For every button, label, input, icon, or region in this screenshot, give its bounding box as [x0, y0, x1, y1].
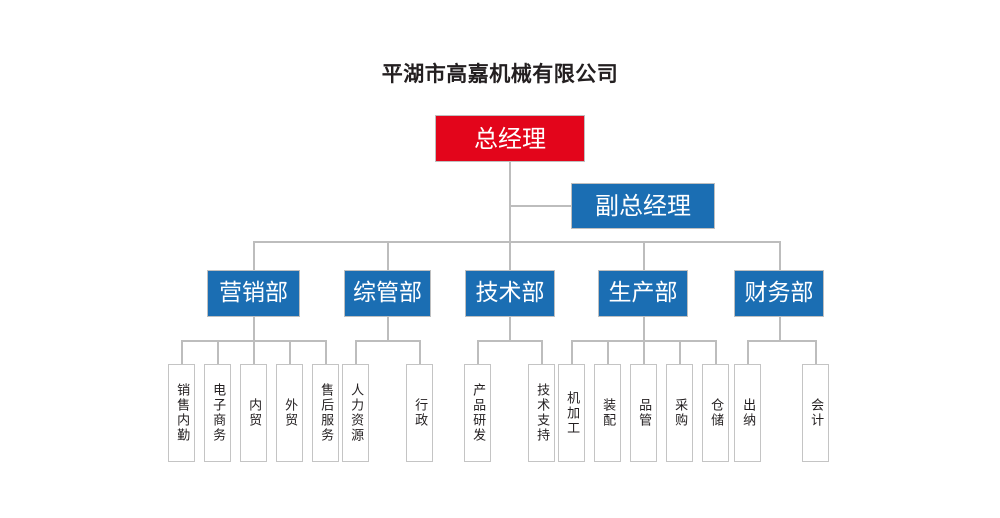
node-team-warehouse[interactable]: 仓储	[702, 364, 729, 462]
connector-drop-leaf-1-1	[181, 340, 183, 364]
node-department-production[interactable]: 生产部	[598, 270, 688, 317]
connector-department-bus	[253, 241, 779, 243]
node-general-manager[interactable]: 总经理	[435, 115, 585, 162]
connector-drop-leaf-4-1	[571, 340, 573, 364]
leaf-label: 机加工	[564, 390, 580, 436]
connector-drop-dept-1	[253, 241, 255, 270]
connector-drop-leaf-4-2	[607, 340, 609, 364]
connector-stem-dept-3	[509, 317, 511, 341]
connector-drop-dept-4	[643, 241, 645, 270]
leaf-label: 技术支持	[534, 383, 550, 443]
node-department-finance[interactable]: 财务部	[734, 270, 824, 317]
node-team-administration[interactable]: 行政	[406, 364, 433, 462]
node-team-sales-support[interactable]: 销售内勤	[168, 364, 195, 462]
connector-drop-leaf-4-5	[715, 340, 717, 364]
connector-stem-dept-2	[387, 317, 389, 341]
leaf-label: 行政	[412, 398, 428, 428]
node-department-technology[interactable]: 技术部	[465, 270, 555, 317]
connector-childbus-dept-2	[355, 340, 419, 342]
leaf-label: 内贸	[246, 398, 262, 428]
leaf-label: 电子商务	[210, 383, 226, 443]
connector-ceo-to-vice	[509, 205, 572, 207]
connector-drop-leaf-2-2	[419, 340, 421, 364]
node-team-human-resources[interactable]: 人力资源	[342, 364, 369, 462]
connector-childbus-dept-3	[477, 340, 541, 342]
leaf-label: 外贸	[282, 398, 298, 428]
connector-stem-dept-5	[779, 317, 781, 341]
leaf-label: 出纳	[740, 398, 756, 428]
node-team-purchasing[interactable]: 采购	[666, 364, 693, 462]
connector-drop-dept-3	[509, 241, 511, 270]
node-team-domestic-trade[interactable]: 内贸	[240, 364, 267, 462]
node-team-accounting[interactable]: 会计	[802, 364, 829, 462]
node-vice-general-manager[interactable]: 副总经理	[571, 183, 715, 229]
leaf-label: 会计	[808, 398, 824, 428]
node-department-general-admin[interactable]: 综管部	[344, 270, 431, 317]
node-team-machining[interactable]: 机加工	[558, 364, 585, 462]
connector-drop-leaf-4-4	[679, 340, 681, 364]
connector-drop-leaf-3-1	[477, 340, 479, 364]
node-team-foreign-trade[interactable]: 外贸	[276, 364, 303, 462]
connector-drop-leaf-2-1	[355, 340, 357, 364]
node-team-assembly[interactable]: 装配	[594, 364, 621, 462]
leaf-label: 仓储	[708, 398, 724, 428]
node-team-cashier[interactable]: 出纳	[734, 364, 761, 462]
leaf-label: 采购	[672, 398, 688, 428]
connector-stem-dept-4	[643, 317, 645, 341]
node-team-after-sales[interactable]: 售后服务	[312, 364, 339, 462]
leaf-label: 产品研发	[470, 383, 486, 443]
connector-drop-leaf-1-2	[217, 340, 219, 364]
connector-drop-leaf-1-4	[289, 340, 291, 364]
connector-childbus-dept-5	[747, 340, 815, 342]
connector-drop-leaf-4-3	[643, 340, 645, 364]
connector-drop-leaf-1-5	[325, 340, 327, 364]
node-team-tech-support[interactable]: 技术支持	[528, 364, 555, 462]
leaf-label: 人力资源	[348, 383, 364, 443]
connector-drop-leaf-1-3	[253, 340, 255, 364]
leaf-label: 品管	[636, 398, 652, 428]
connector-drop-dept-2	[387, 241, 389, 270]
connector-drop-leaf-5-2	[815, 340, 817, 364]
leaf-label: 售后服务	[318, 383, 334, 443]
chart-title: 平湖市高嘉机械有限公司	[381, 62, 619, 86]
leaf-label: 销售内勤	[174, 383, 190, 443]
node-team-ecommerce[interactable]: 电子商务	[204, 364, 231, 462]
connector-drop-leaf-5-1	[747, 340, 749, 364]
connector-ceo-stem	[509, 162, 511, 242]
connector-drop-leaf-3-2	[541, 340, 543, 364]
connector-stem-dept-1	[253, 317, 255, 341]
node-department-marketing[interactable]: 营销部	[207, 270, 300, 317]
connector-drop-dept-5	[779, 241, 781, 270]
node-team-product-rd[interactable]: 产品研发	[464, 364, 491, 462]
node-team-quality-control[interactable]: 品管	[630, 364, 657, 462]
leaf-label: 装配	[600, 398, 616, 428]
